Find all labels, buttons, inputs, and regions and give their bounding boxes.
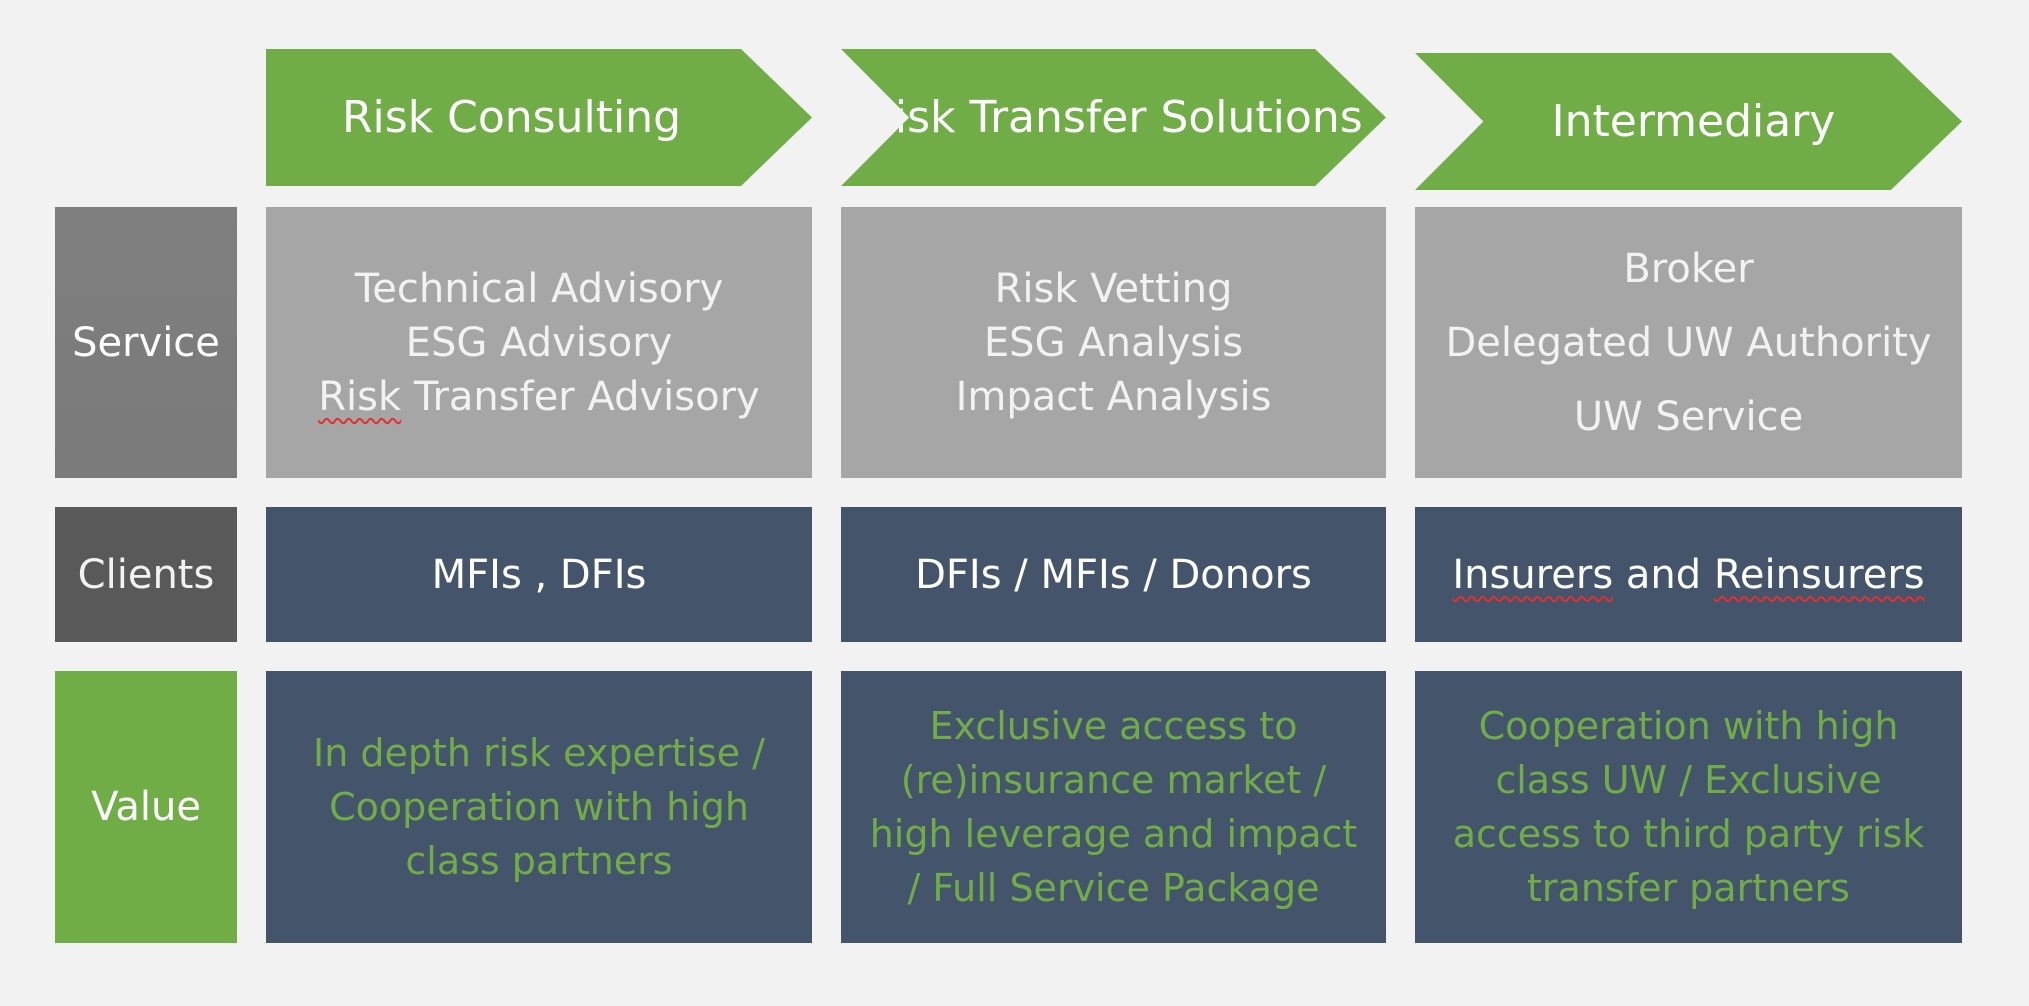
service-item: Technical Advisory (354, 265, 724, 312)
clients-cell-risk-consulting: MFIs , DFIs (266, 507, 812, 642)
service-cell-risk-transfer: Risk Vetting ESG Analysis Impact Analysi… (841, 207, 1386, 478)
service-item: ESG Analysis (983, 319, 1244, 366)
value-cell-intermediary: Cooperation with high class UW / Exclusi… (1415, 671, 1962, 943)
clients-text: MFIs , DFIs (431, 551, 647, 598)
value-text: In depth risk expertise / Cooperation wi… (313, 731, 765, 883)
service-item: ESG Advisory (405, 319, 673, 366)
row-label-service: Service (55, 207, 237, 478)
service-item-part: Risk (318, 373, 402, 420)
clients-text: Insurers and Reinsurers (1452, 551, 1925, 598)
service-cell-intermediary: Broker Delegated UW Authority UW Service (1415, 207, 1962, 478)
header-label: Risk Consulting (341, 91, 682, 143)
row-label-text: Value (91, 784, 201, 830)
service-item: Delegated UW Authority (1445, 319, 1932, 366)
service-item: Broker (1623, 245, 1754, 292)
clients-cell-risk-transfer: DFIs / MFIs / Donors (841, 507, 1386, 642)
clients-text-part: Reinsurers (1713, 551, 1925, 598)
clients-cell-intermediary: Insurers and Reinsurers (1415, 507, 1962, 642)
clients-text-part: Insurers (1452, 551, 1614, 598)
header-risk-consulting: Risk Consulting (266, 49, 812, 186)
clients-text: DFIs / MFIs / Donors (915, 551, 1312, 598)
row-label-text: Service (72, 319, 220, 366)
header-intermediary: Intermediary (1415, 53, 1962, 190)
row-label-value: Value (55, 671, 237, 943)
header-label: Intermediary (1551, 95, 1836, 147)
header-label: Risk Transfer Solutions (864, 91, 1363, 143)
row-label-text: Clients (77, 551, 215, 598)
service-item: Impact Analysis (955, 373, 1272, 420)
value-text: Cooperation with high class UW / Exclusi… (1452, 704, 1925, 910)
value-cell-risk-consulting: In depth risk expertise / Cooperation wi… (266, 671, 812, 943)
service-cell-risk-consulting: Technical Advisory ESG Advisory Risk Tra… (266, 207, 812, 478)
service-item: Risk Transfer Advisory (318, 373, 760, 420)
value-cell-risk-transfer: Exclusive access to (re)insurance market… (841, 671, 1386, 943)
service-item: Risk Vetting (994, 265, 1233, 312)
row-label-clients: Clients (55, 507, 237, 642)
value-text: Exclusive access to (re)insurance market… (869, 704, 1358, 910)
header-risk-transfer-solutions: Risk Transfer Solutions (841, 49, 1386, 186)
service-item: UW Service (1573, 393, 1804, 440)
